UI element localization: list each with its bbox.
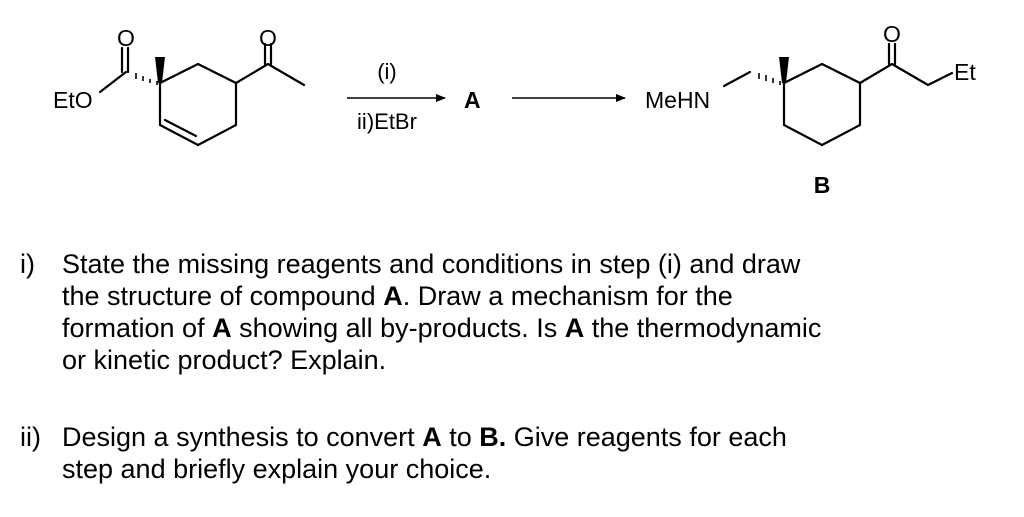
bold-compound-ref: A xyxy=(564,313,585,343)
question-number: i) xyxy=(20,249,35,279)
methyl-wedge xyxy=(155,57,165,83)
question-number: ii) xyxy=(20,422,41,452)
question-line: the structure of compound A. Draw a mech… xyxy=(62,281,733,311)
product-b: O MeHN Et B xyxy=(645,21,976,198)
ring-bonds xyxy=(158,62,238,147)
product-ketone-bonds xyxy=(858,62,954,87)
hashed-wedge xyxy=(135,73,158,85)
bold-compound-ref: A xyxy=(383,281,403,311)
product-oxygen-label: O xyxy=(883,21,901,47)
product-methyl-wedge xyxy=(779,57,789,83)
ethoxy-label: EtO xyxy=(53,87,93,113)
methylamino-label: MeHN xyxy=(645,87,710,113)
question-line: Design a synthesis to convert A to B. Gi… xyxy=(62,422,787,452)
question-line: step and briefly explain your choice. xyxy=(62,454,492,484)
question-line: State the missing reagents and condition… xyxy=(62,249,801,279)
compound-a-label: A xyxy=(464,87,481,113)
question-text: State the missing reagents and condition… xyxy=(62,248,1012,376)
product-hashed-wedge xyxy=(758,73,781,85)
question-line: or kinetic product? Explain. xyxy=(62,345,387,375)
reaction-scheme: O O EtO (i) ii)EtBr A O MeHN Et B xyxy=(53,21,976,198)
ethyl-label: Et xyxy=(954,59,976,85)
question-line: formation of A showing all by-products. … xyxy=(62,313,822,343)
question-text: Design a synthesis to convert A to B. Gi… xyxy=(62,421,1012,485)
reagent-step-i: (i) xyxy=(377,59,397,84)
ring-double-bond xyxy=(163,118,198,138)
starting-material: O O EtO xyxy=(53,25,306,147)
ketone-oxygen-label: O xyxy=(259,25,277,51)
bold-compound-ref: B. xyxy=(479,422,507,452)
ester-oxygen-label: O xyxy=(117,25,135,51)
bold-compound-ref: A xyxy=(212,313,232,343)
product-ring-bonds xyxy=(782,62,862,147)
ketone-bonds xyxy=(234,62,306,87)
aminomethyl-bond xyxy=(722,70,752,88)
bold-compound-ref: A xyxy=(422,422,442,452)
compound-b-label: B xyxy=(814,172,831,198)
ester-co-single xyxy=(98,70,128,94)
reaction-arrow-step: (i) ii)EtBr xyxy=(347,59,446,134)
reagent-step-ii: ii)EtBr xyxy=(357,109,417,134)
